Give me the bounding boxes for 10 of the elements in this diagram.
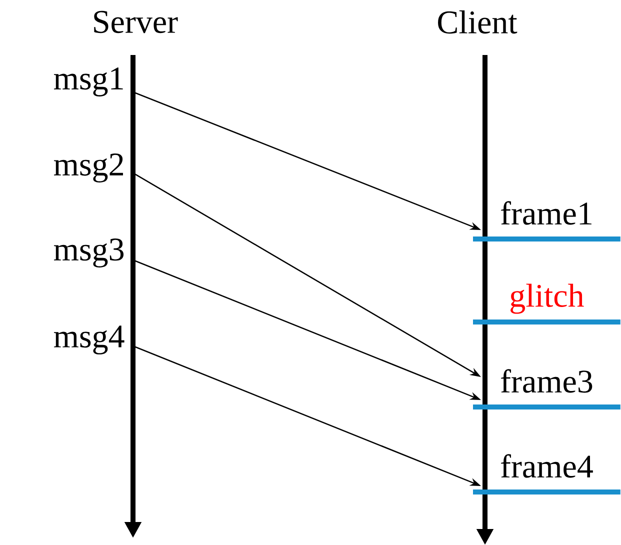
frame-bar: frame4 — [473, 454, 620, 494]
column-heading: Client — [438, 10, 518, 34]
message-label: msg1 — [54, 68, 123, 96]
message-label: msg2 — [54, 154, 123, 182]
frame-bar: frame3 — [473, 369, 620, 410]
column-heading: Server — [94, 10, 178, 34]
message-label: msg3 — [54, 238, 124, 268]
frame-bar: glitch — [473, 284, 620, 324]
frame-bar: frame1 — [473, 201, 620, 242]
message-label: msg4 — [54, 326, 124, 354]
